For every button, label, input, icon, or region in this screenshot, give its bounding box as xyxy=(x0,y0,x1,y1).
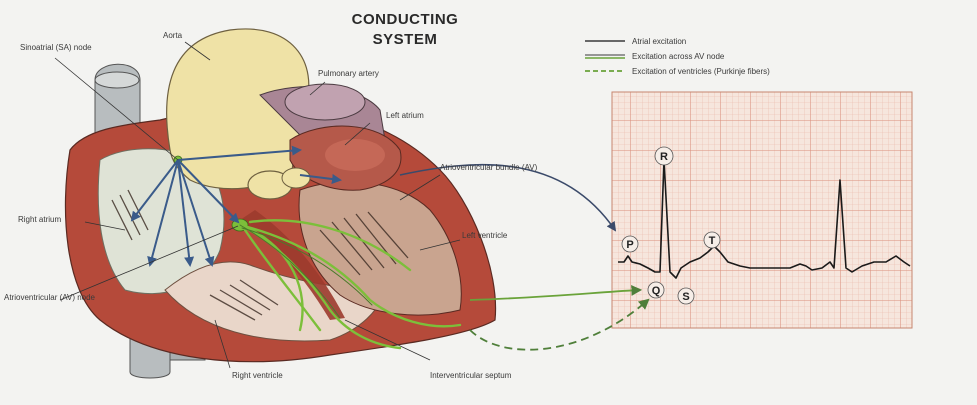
legend-item-3: Excitation of ventricles (Purkinje fiber… xyxy=(632,67,770,76)
title-line-1: CONDUCTING xyxy=(352,11,459,28)
title-line-2: SYSTEM xyxy=(373,31,438,48)
wave-label-t: T xyxy=(704,232,720,248)
svg-text:Q: Q xyxy=(652,285,661,297)
legend-item-1: Atrial excitation xyxy=(632,37,686,46)
label-left-ventricle: Left ventricle xyxy=(462,231,508,240)
heart-illustration xyxy=(55,29,648,378)
wave-label-q: Q xyxy=(648,282,664,298)
legend: Atrial excitation Excitation across AV n… xyxy=(585,37,770,76)
wave-label-r: R xyxy=(655,147,673,165)
label-aorta: Aorta xyxy=(163,31,183,40)
label-av-node: Atrioventricular (AV) node xyxy=(4,293,96,302)
label-right-ventricle: Right ventricle xyxy=(232,371,283,380)
wave-label-s: S xyxy=(678,288,694,304)
svg-text:P: P xyxy=(626,239,633,251)
label-left-atrium: Left atrium xyxy=(386,111,424,120)
wave-label-p: P xyxy=(622,236,638,252)
label-right-atrium: Right atrium xyxy=(18,215,61,224)
svg-text:T: T xyxy=(709,235,716,247)
label-pulmonary-artery: Pulmonary artery xyxy=(318,69,379,78)
label-sa-node: Sinoatrial (SA) node xyxy=(20,43,92,52)
legend-item-2: Excitation across AV node xyxy=(632,52,725,61)
label-av-bundle: Atrioventricular bundle (AV) xyxy=(440,163,538,172)
label-septum: Interventricular septum xyxy=(430,371,512,380)
svg-text:S: S xyxy=(682,291,689,303)
svg-text:R: R xyxy=(660,151,668,163)
